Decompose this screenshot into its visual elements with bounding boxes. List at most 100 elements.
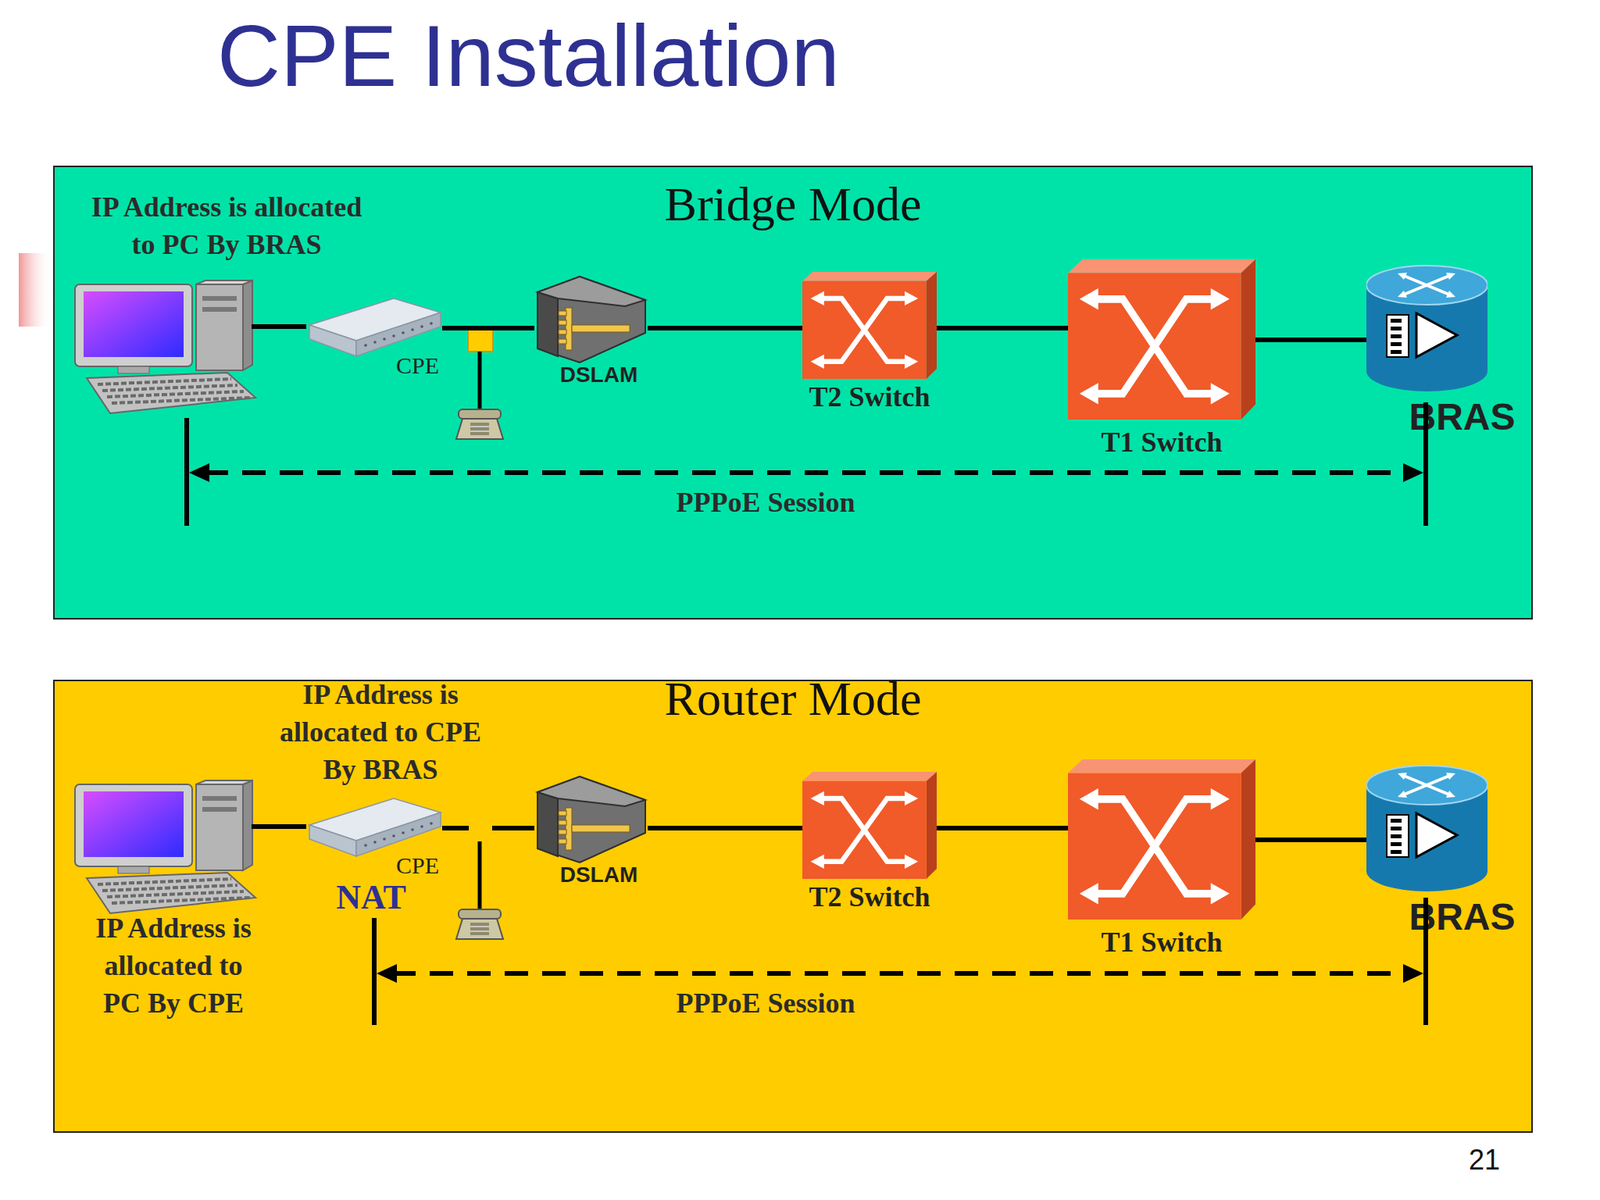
cpe-icon-part [373, 340, 377, 344]
switch-icon-part [1210, 882, 1230, 904]
router-icon [1366, 764, 1488, 893]
dslam-icon-holder [534, 275, 648, 366]
switch-device: T2 Switch [802, 271, 937, 414]
device-label: T2 Switch [802, 380, 937, 414]
session-label: PPPoE Session [609, 985, 922, 1021]
device-label: T2 Switch [802, 880, 937, 914]
cpe-icon-part [392, 834, 396, 838]
dslam-icon [534, 775, 648, 866]
switch-icon-part [1210, 382, 1230, 404]
switch-icon-part [1241, 759, 1256, 920]
router-icon-part [1366, 765, 1488, 805]
router-icon-part [1390, 850, 1402, 854]
switch-device: T1 Switch [1067, 259, 1256, 459]
switch-icon-part [810, 854, 825, 869]
dslam-icon-part [571, 825, 630, 833]
switch-icon-part [1079, 382, 1099, 404]
bras-icon-holder [1366, 264, 1527, 393]
dslam-icon-part [558, 320, 567, 325]
slide-title: CPE Installation [217, 12, 840, 100]
dslam-icon-part [558, 820, 567, 825]
switch-icon [802, 771, 937, 879]
router-icon-part [1446, 272, 1456, 280]
switch-icon-part [1067, 759, 1256, 774]
mode-panel: Router ModeCPEDSLAMT2 SwitchT1 SwitchBRA… [53, 679, 1533, 1133]
router-icon-part [1416, 313, 1458, 358]
dslam-icon-part [537, 276, 646, 363]
cpe-device: CPE [307, 292, 443, 379]
cpe-icon-part [392, 334, 396, 338]
annotation: IP Address is allocated to CPE By BRAS [278, 675, 483, 789]
dslam-icon-part [537, 792, 558, 857]
router-icon-part [1386, 814, 1409, 858]
dslam-icon-part [537, 276, 646, 307]
router-icon [1366, 264, 1488, 393]
dslam-device: DSLAM [534, 275, 648, 388]
switch-icon-part [1079, 882, 1099, 904]
dslam-icon-part [558, 339, 567, 344]
cpe-icon-part [401, 831, 405, 835]
cpe-icon-part [382, 337, 386, 341]
session-label: PPPoE Session [609, 485, 922, 520]
switch-device: T1 Switch [1067, 759, 1256, 959]
switch-icon-part [802, 771, 937, 782]
switch-icon-part [1079, 788, 1099, 810]
bras-router: BRAS [1366, 264, 1527, 439]
device-label: DSLAM [534, 362, 648, 388]
router-icon-part [1390, 334, 1402, 339]
router-icon-part [1446, 290, 1456, 298]
cpe-icon-part [364, 343, 368, 347]
router-icon-part [1403, 275, 1450, 295]
dslam-icon-part [558, 839, 567, 844]
dslam-icon-part [537, 776, 646, 863]
switch-icon-part [810, 791, 825, 806]
cpe-icon-part [420, 325, 424, 329]
switch-icon [1067, 259, 1256, 420]
switch-icon [1067, 759, 1256, 920]
device-label: CPE [307, 852, 443, 879]
illustration-part [18, 253, 52, 327]
cpe-icon-holder [307, 792, 443, 859]
switch-icon-part [810, 354, 825, 369]
bras-icon-holder [1366, 764, 1527, 893]
cpe-icon-part [429, 321, 433, 325]
router-icon-part [1390, 818, 1402, 823]
router-icon-part [1366, 350, 1488, 392]
dslam-icon [534, 275, 648, 366]
dslam-icon-part [558, 829, 567, 835]
switch-icon-part [904, 291, 918, 306]
dslam-icon-part [537, 776, 646, 807]
router-icon-part [1386, 314, 1409, 358]
router-icon-part [1397, 772, 1408, 780]
switch-icon-part [904, 854, 918, 869]
switch-icon-part [1241, 259, 1256, 420]
switch-icon-part [926, 771, 937, 879]
dslam-icon-part [571, 325, 630, 333]
router-icon-part [1390, 326, 1402, 331]
cpe-icon-part [401, 331, 405, 335]
switch-icon-part [926, 271, 937, 379]
dslam-icon-part [558, 810, 567, 816]
switch-icon-part [1093, 799, 1215, 894]
dslam-icon-part [537, 292, 558, 357]
router-icon-part [1390, 826, 1402, 831]
t2-icon-holder [802, 271, 937, 379]
switch-icon-part [1067, 273, 1242, 420]
cpe-icon-holder [307, 292, 443, 359]
t1-icon-holder [1067, 259, 1256, 420]
dslam-icon-holder [534, 775, 648, 866]
switch-icon-part [810, 291, 825, 306]
switch-icon-part [904, 791, 918, 806]
bras-router: BRAS [1366, 764, 1527, 939]
switch-icon-part [1067, 259, 1256, 274]
router-icon-part [1397, 290, 1408, 298]
cpe-icon-part [309, 825, 357, 857]
switch-icon-part [821, 298, 908, 362]
switch-icon [802, 271, 937, 379]
router-icon-part [1397, 790, 1408, 798]
cpe-icon-part [364, 843, 368, 847]
cpe-icon [307, 792, 443, 859]
cpe-icon-part [429, 821, 433, 825]
cpe-device: CPE [307, 792, 443, 879]
